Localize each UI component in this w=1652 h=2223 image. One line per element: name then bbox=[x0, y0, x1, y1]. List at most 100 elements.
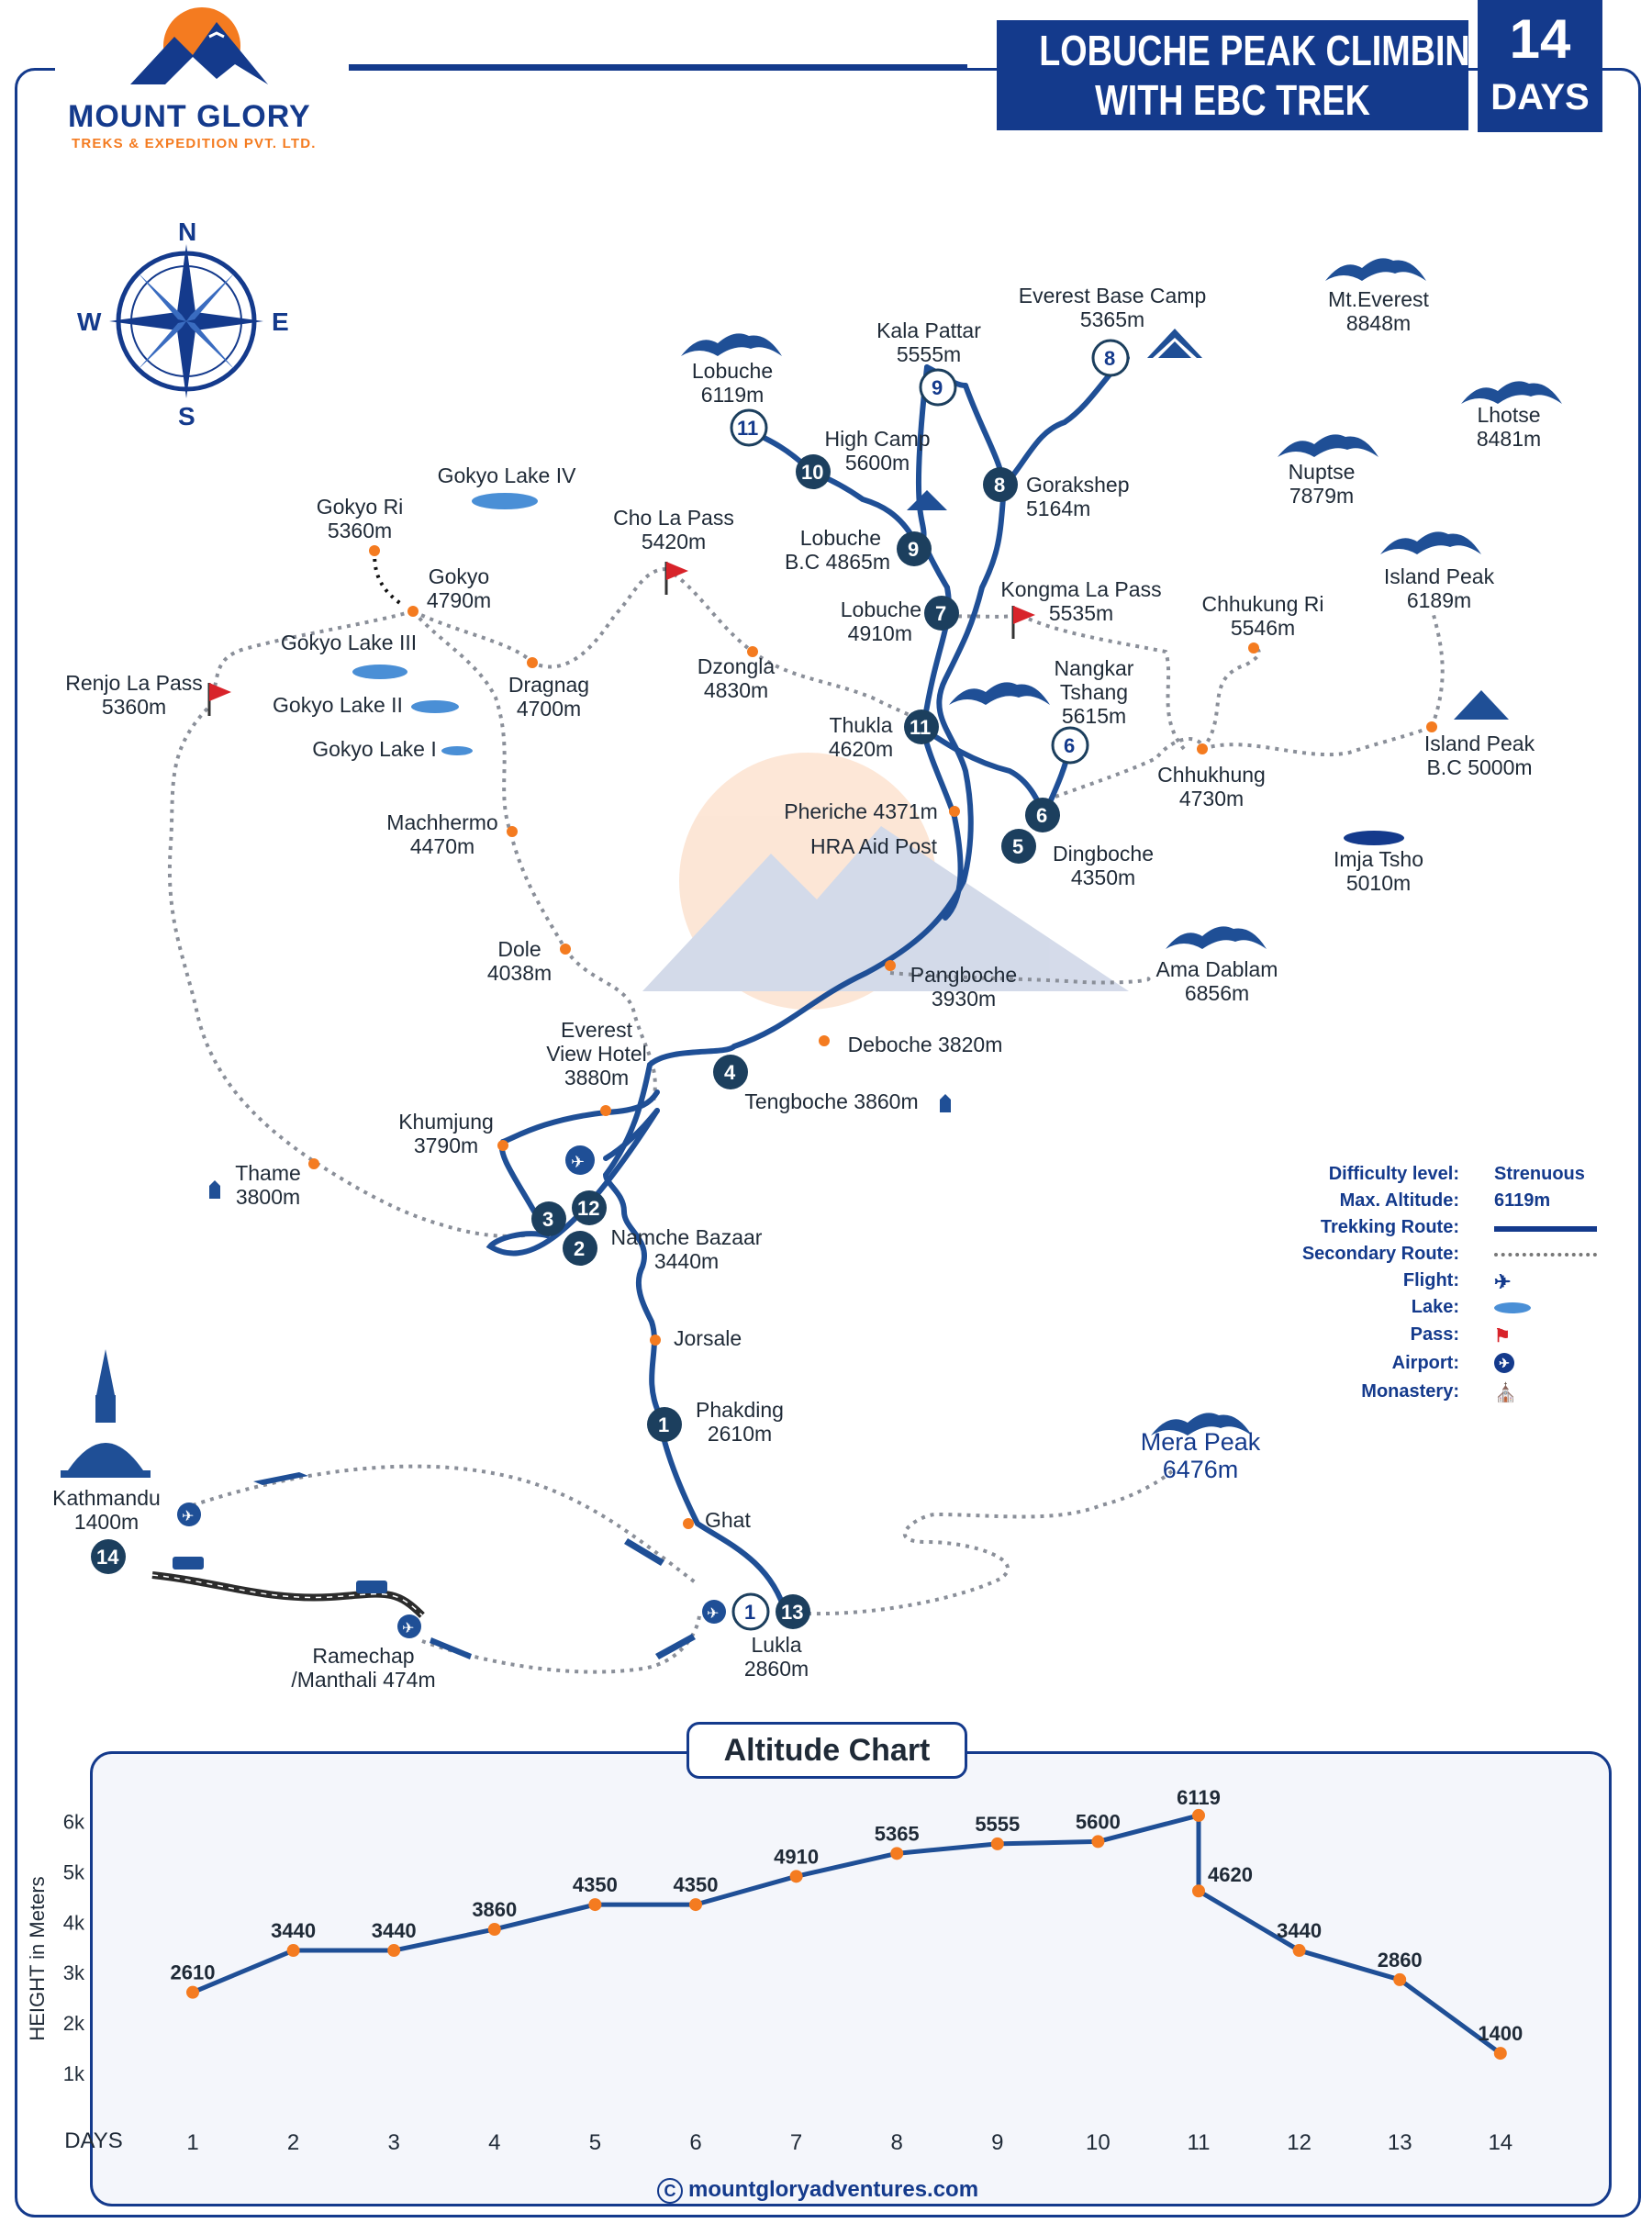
airport-icon: ✈ bbox=[702, 1600, 726, 1624]
x-tick-label: 9 bbox=[991, 2130, 1003, 2155]
mountain-icon bbox=[1380, 531, 1481, 554]
y-axis-label: HEIGHT in Meters bbox=[26, 1876, 49, 2040]
altitude-point bbox=[387, 1944, 401, 1958]
day-marker: 9 bbox=[919, 368, 957, 407]
label-jorsale: Jorsale bbox=[674, 1326, 742, 1350]
page-frame bbox=[15, 68, 1641, 2217]
altitude-point bbox=[689, 1898, 702, 1912]
label-phakding: Phakding bbox=[696, 1398, 784, 1422]
x-tick-label: 10 bbox=[1086, 2130, 1111, 2155]
compass-w: W bbox=[77, 307, 102, 336]
brand-subtitle: TREKS & EXPEDITION PVT. LTD. bbox=[72, 136, 317, 151]
waypoint-dot bbox=[369, 545, 380, 556]
altitude-data-label: 4910 bbox=[774, 1845, 819, 1868]
altitude-point bbox=[1292, 1944, 1306, 1958]
altitude-data-label: 1400 bbox=[1478, 2022, 1523, 2045]
label-lukla: Lukla bbox=[752, 1633, 802, 1657]
waypoint-dot bbox=[747, 646, 758, 657]
svg-text:3: 3 bbox=[542, 1208, 553, 1231]
day-marker: 11 bbox=[904, 709, 939, 744]
y-tick-label: 5k bbox=[63, 1860, 85, 1883]
compass-icon: N S E W bbox=[77, 218, 289, 430]
brand-name: MOUNT GLORY bbox=[68, 99, 311, 134]
label-island-peak-bc: Island Peak bbox=[1424, 732, 1535, 755]
trekking-route-swatch bbox=[1494, 1226, 1597, 1232]
logo bbox=[55, 0, 349, 156]
altitude-data-label: 5555 bbox=[975, 1813, 1020, 1836]
waypoint-dot bbox=[819, 1035, 830, 1046]
day-marker: 8 bbox=[983, 467, 1018, 502]
mountain-icons bbox=[681, 258, 1562, 1435]
mountain-icon bbox=[1151, 1413, 1252, 1435]
label-gokyo: Gokyo bbox=[429, 564, 489, 588]
label-kathmandu: Kathmandu bbox=[52, 1486, 161, 1510]
label-nuptse: Nuptse bbox=[1289, 460, 1356, 484]
day-marker: 8 bbox=[1091, 339, 1130, 377]
y-tick-label: 4k bbox=[63, 1911, 85, 1934]
altitude-point bbox=[890, 1847, 904, 1860]
altitude-data-label: 2860 bbox=[1378, 1949, 1423, 1972]
day-marker: 7 bbox=[924, 596, 959, 631]
waypoint-dot bbox=[507, 826, 518, 837]
day-marker: 10 bbox=[796, 454, 831, 489]
svg-text:✈: ✈ bbox=[402, 1621, 414, 1637]
day-marker: 12 bbox=[572, 1190, 607, 1225]
mountain-icon bbox=[1278, 434, 1379, 457]
label-nangkar: Nangkar bbox=[1055, 656, 1134, 680]
legend-trekking-route: Trekking Route: bbox=[1276, 1217, 1606, 1241]
day-marker: 11 bbox=[730, 408, 768, 447]
label-dole: Dole bbox=[497, 937, 541, 961]
label-thame: Thame bbox=[235, 1161, 301, 1185]
day-marker: 6 bbox=[1051, 726, 1089, 765]
label-chhukhung: Chhukhung bbox=[1157, 763, 1266, 787]
compass-s: S bbox=[178, 402, 195, 430]
altitude-data-label: 5365 bbox=[875, 1822, 920, 1845]
waypoint-dot bbox=[949, 806, 960, 817]
trekking-routes bbox=[486, 355, 1130, 1616]
label-imja-tsho: Imja Tsho bbox=[1334, 847, 1423, 871]
svg-text:11: 11 bbox=[737, 417, 758, 440]
label-everest-view: Everest bbox=[561, 1018, 633, 1042]
airport-icon: ✈ bbox=[177, 1502, 201, 1526]
tent-icons bbox=[907, 329, 1509, 720]
lake-icon bbox=[441, 746, 473, 755]
x-tick-label: 11 bbox=[1188, 2130, 1211, 2155]
x-tick-label: 1 bbox=[186, 2130, 198, 2155]
label-high-camp: High Camp bbox=[824, 427, 930, 451]
x-tick-label: 5 bbox=[589, 2130, 601, 2155]
waypoint-dot bbox=[1197, 743, 1208, 754]
road bbox=[151, 1571, 425, 1618]
svg-text:9: 9 bbox=[932, 376, 943, 399]
plane-icon bbox=[624, 1538, 664, 1566]
legend-secondary-route: Secondary Route: bbox=[1276, 1244, 1606, 1268]
svg-text:10: 10 bbox=[801, 461, 823, 484]
svg-text:4: 4 bbox=[724, 1061, 736, 1084]
svg-text:✈: ✈ bbox=[707, 1606, 719, 1622]
pass-icon bbox=[664, 562, 688, 595]
svg-text:13: 13 bbox=[781, 1601, 803, 1624]
day-marker: 9 bbox=[897, 531, 932, 566]
altitude-point bbox=[1393, 1972, 1407, 1986]
y-tick-label: 6k bbox=[63, 1810, 85, 1833]
vehicle-icons bbox=[173, 1557, 387, 1593]
label-mt-everest: Mt.Everest bbox=[1328, 287, 1430, 311]
label-thukla: Thukla bbox=[829, 713, 892, 737]
day-marker: 13 bbox=[776, 1594, 810, 1629]
monastery-icon bbox=[209, 1180, 220, 1199]
